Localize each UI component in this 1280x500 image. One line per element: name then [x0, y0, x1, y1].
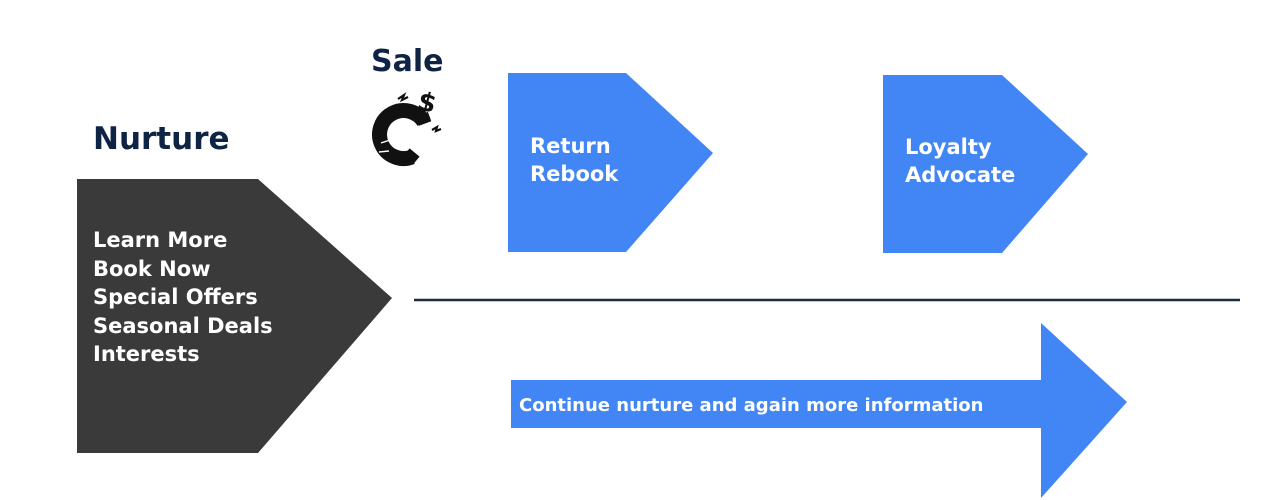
continue-arrow-shape — [511, 323, 1127, 498]
return-pentagon-shape — [508, 73, 713, 252]
loyalty-advocate-label: Loyalty Advocate — [905, 133, 1015, 189]
nurture-pentagon-shape — [77, 179, 392, 453]
sale-heading: Sale — [371, 44, 444, 79]
nurture-heading: Nurture — [93, 121, 230, 157]
nurture-item: Special Offers — [93, 285, 258, 310]
advocate-line: Advocate — [905, 163, 1016, 187]
rebook-line: Rebook — [530, 162, 619, 186]
loyalty-line: Loyalty — [905, 135, 992, 159]
nurture-item: Seasonal Deals — [93, 313, 273, 338]
nurture-item: Learn More — [93, 228, 228, 252]
return-rebook-label: Return Rebook — [530, 132, 618, 188]
nurture-item: Interests — [93, 342, 200, 367]
continue-arrow-label: Continue nurture and again more informat… — [519, 395, 984, 416]
nurture-items-list: Learn More Book Now Special Offers Seaso… — [93, 226, 273, 369]
svg-text:$: $ — [414, 86, 439, 120]
nurture-item: Book Now — [93, 256, 211, 281]
magnet-money-icon: $ — [372, 86, 442, 174]
return-line: Return — [530, 134, 611, 158]
loyalty-pentagon-shape — [883, 75, 1088, 253]
